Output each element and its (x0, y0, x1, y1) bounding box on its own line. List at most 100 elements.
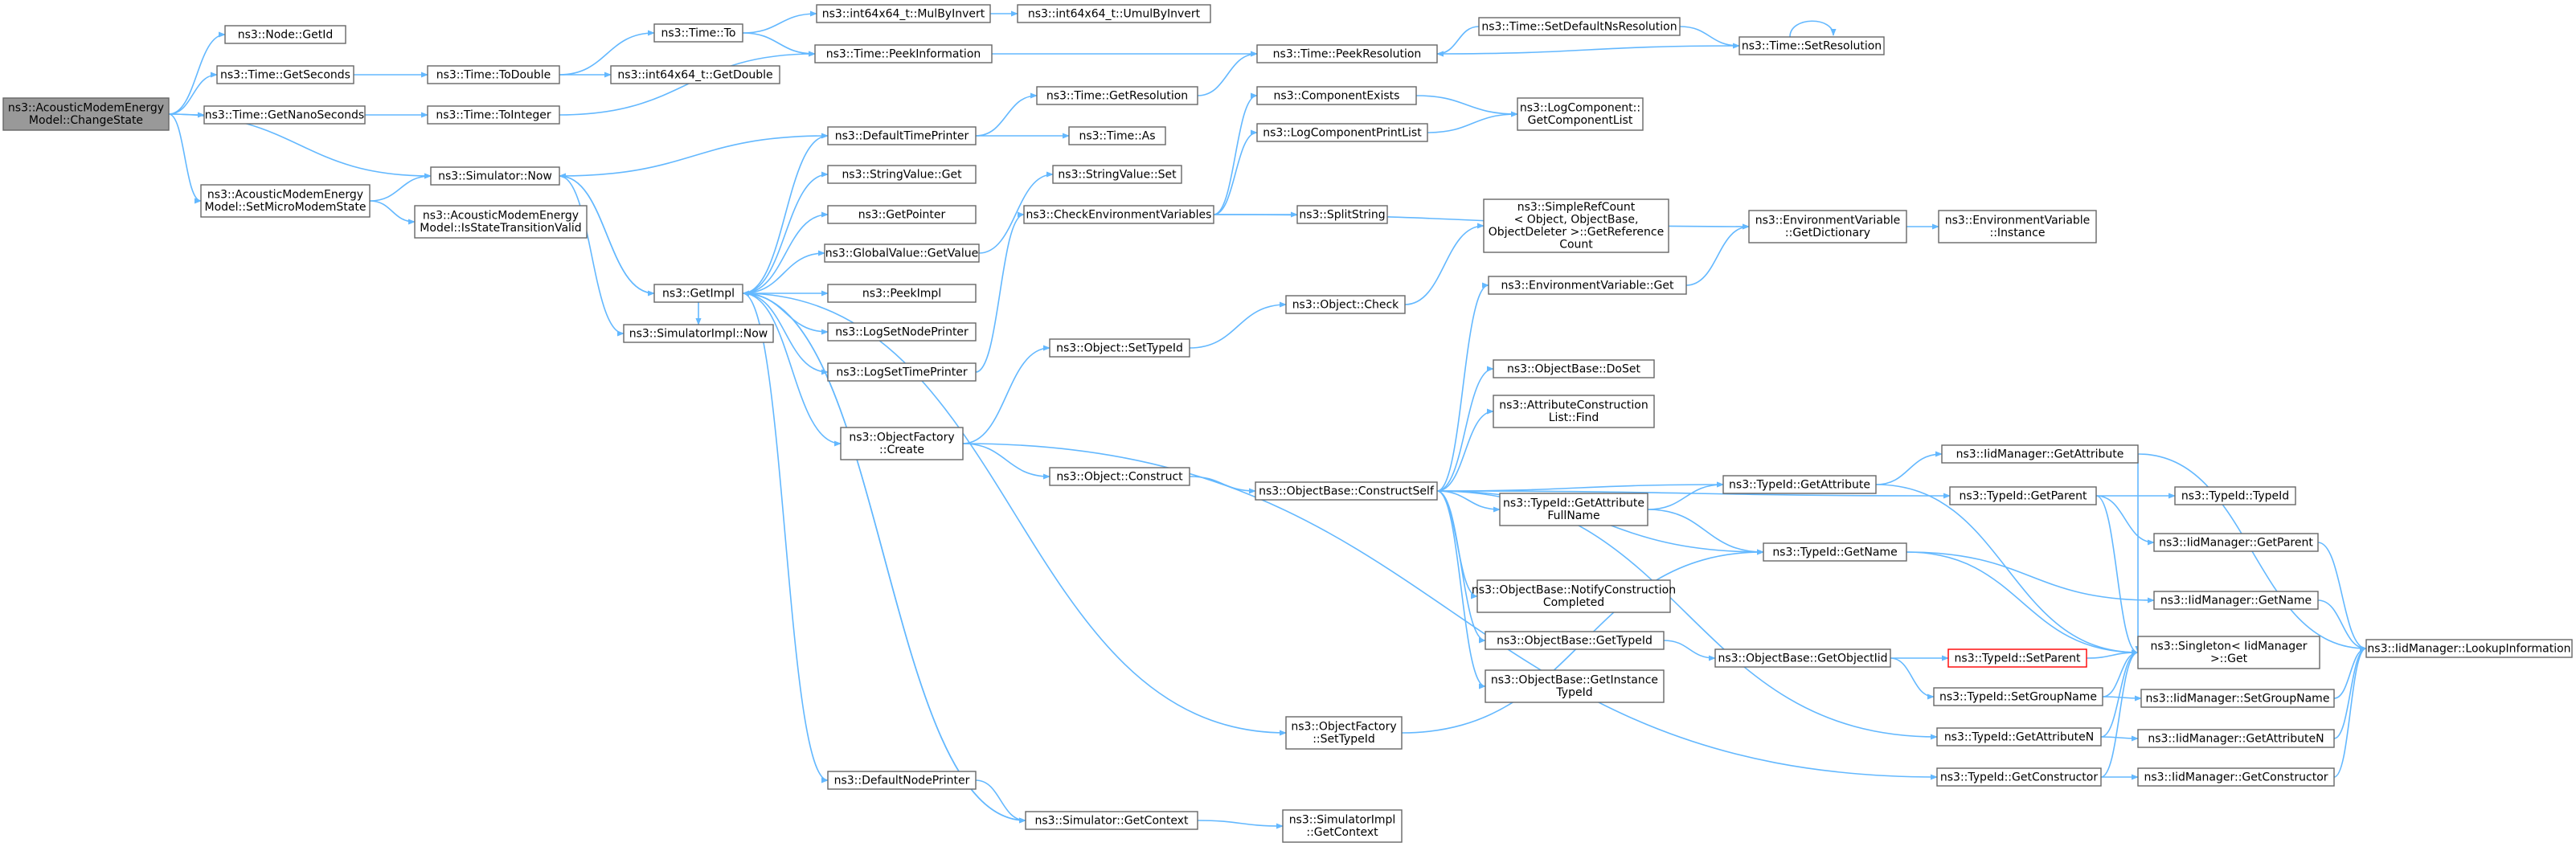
node-box[interactable] (1941, 444, 2139, 464)
node-box[interactable] (1476, 579, 1671, 613)
node-getresolution[interactable]: ns3::Time::GetResolution (1036, 86, 1198, 105)
node-box[interactable] (827, 126, 977, 145)
node-box[interactable] (203, 105, 366, 125)
node-iidgetattrn[interactable]: ns3::IidManager::GetAttributeN (2137, 729, 2335, 748)
node-umulbyinv[interactable]: ns3::int64x64_t::UmulByInvert (1017, 4, 1211, 23)
node-box[interactable] (653, 23, 743, 43)
node-box[interactable] (827, 205, 977, 224)
node-timeas[interactable]: ns3::Time::As (1068, 126, 1166, 145)
node-objsettypeid[interactable]: ns3::Object::SetTypeId (1049, 338, 1190, 358)
node-setres[interactable]: ns3::Time::SetResolution (1738, 36, 1885, 55)
node-getsec[interactable]: ns3::Time::GetSeconds (216, 65, 354, 84)
node-tidgetparent[interactable]: ns3::TypeId::GetParent (1949, 486, 2097, 505)
node-box[interactable] (827, 771, 977, 790)
node-box[interactable] (824, 243, 980, 263)
node-isvalid[interactable]: ns3::AcousticModemEnergyModel::IsStateTr… (414, 205, 588, 239)
node-box[interactable] (1296, 205, 1388, 224)
node-tidtypeid[interactable]: ns3::TypeId::TypeId (2174, 486, 2296, 505)
node-box[interactable] (827, 284, 977, 303)
node-box[interactable] (1748, 210, 1907, 243)
node-box[interactable] (1936, 767, 2102, 787)
node-getimpl[interactable]: ns3::GetImpl (653, 284, 743, 303)
node-box[interactable] (1478, 17, 1681, 36)
node-box[interactable] (1483, 198, 1669, 253)
node-simplerefcount[interactable]: ns3::SimpleRefCount< Object, ObjectBase,… (1483, 198, 1669, 253)
node-box[interactable] (1938, 210, 2097, 243)
node-logtimeprinter[interactable]: ns3::LogSetTimePrinter (827, 362, 977, 382)
node-box[interactable] (1023, 205, 1214, 224)
node-setmicro[interactable]: ns3::AcousticModemEnergyModel::SetMicroM… (200, 184, 371, 218)
node-box[interactable] (2140, 689, 2335, 708)
node-box[interactable] (1949, 486, 2097, 505)
node-tidgetattr[interactable]: ns3::TypeId::GetAttribute (1722, 475, 1877, 494)
node-box[interactable] (1493, 395, 1655, 428)
node-compexists[interactable]: ns3::ComponentExists (1256, 86, 1417, 105)
node-box[interactable] (1933, 687, 2103, 706)
node-getid[interactable]: ns3::Node::GetId (224, 25, 346, 44)
node-iidlookup[interactable]: ns3::IidManager::LookupInformation (2365, 639, 2573, 658)
node-simimplgetcontext[interactable]: ns3::SimulatorImpl::GetContext (1282, 809, 1403, 843)
node-obgettypeid[interactable]: ns3::ObjectBase::GetTypeId (1485, 631, 1665, 650)
node-box[interactable] (1493, 359, 1655, 378)
node-box[interactable] (2365, 639, 2573, 658)
node-setdefres[interactable]: ns3::Time::SetDefaultNsResolution (1478, 17, 1681, 36)
node-checkenv[interactable]: ns3::CheckEnvironmentVariables (1023, 205, 1214, 224)
node-peekimpl[interactable]: ns3::PeekImpl (827, 284, 977, 303)
node-box[interactable] (1285, 716, 1403, 750)
node-box[interactable] (1068, 126, 1166, 145)
node-box[interactable] (200, 184, 371, 218)
node-box[interactable] (610, 65, 780, 84)
node-box[interactable] (1049, 338, 1190, 358)
node-notifyconstr[interactable]: ns3::ObjectBase::NotifyConstructionCompl… (1472, 579, 1676, 613)
node-tidgetconstr[interactable]: ns3::TypeId::GetConstructor (1936, 767, 2102, 787)
node-deftimeprinter[interactable]: ns3::DefaultTimePrinter (827, 126, 977, 145)
node-singletonget[interactable]: ns3::Singleton< IidManager>::Get (2137, 636, 2320, 669)
node-peekres[interactable]: ns3::Time::PeekResolution (1256, 44, 1438, 63)
node-box[interactable] (1256, 86, 1417, 105)
node-logcompprint[interactable]: ns3::LogComponentPrintList (1256, 123, 1428, 142)
node-lognodeprinter[interactable]: ns3::LogSetNodePrinter (827, 322, 977, 342)
node-box[interactable] (1763, 542, 1907, 562)
node-box[interactable] (827, 362, 977, 382)
node-tidsetgroup[interactable]: ns3::TypeId::SetGroupName (1933, 687, 2103, 706)
node-box[interactable] (1714, 648, 1891, 668)
node-getcomplist[interactable]: ns3::LogComponent::GetComponentList (1517, 97, 1644, 131)
node-strget[interactable]: ns3::StringValue::Get (827, 165, 977, 184)
node-box[interactable] (1049, 467, 1190, 486)
node-simimplnow[interactable]: ns3::SimulatorImpl::Now (623, 324, 774, 343)
node-simnow[interactable]: ns3::Simulator::Now (430, 166, 560, 186)
node-tidgetname[interactable]: ns3::TypeId::GetName (1763, 542, 1907, 562)
node-objconstruct[interactable]: ns3::Object::Construct (1049, 467, 1190, 486)
node-tointeger[interactable]: ns3::Time::ToInteger (427, 105, 560, 125)
node-box[interactable] (827, 165, 977, 184)
node-obgetobjtid[interactable]: ns3::ObjectBase::GetObjectIid (1714, 648, 1891, 668)
node-box[interactable] (1256, 123, 1428, 142)
node-simgetcontext[interactable]: ns3::Simulator::GetContext (1025, 811, 1198, 830)
node-root[interactable]: ns3::AcousticModemEnergyModel::ChangeSta… (2, 97, 170, 131)
node-objcheck[interactable]: ns3::Object::Check (1285, 295, 1406, 314)
node-box[interactable] (1256, 44, 1438, 63)
node-envinstance[interactable]: ns3::EnvironmentVariable::Instance (1938, 210, 2097, 243)
node-envgetdict[interactable]: ns3::EnvironmentVariable::GetDictionary (1748, 210, 1907, 243)
node-objfactcreate[interactable]: ns3::ObjectFactory::Create (840, 427, 964, 460)
node-box[interactable] (2137, 767, 2335, 787)
node-box[interactable] (814, 44, 993, 63)
node-box[interactable] (1255, 481, 1438, 501)
node-box[interactable] (1485, 669, 1665, 703)
node-box[interactable] (2, 97, 170, 131)
node-box[interactable] (1285, 295, 1406, 314)
node-iidgetparent[interactable]: ns3::IidManager::GetParent (2153, 533, 2319, 552)
node-getnano[interactable]: ns3::Time::GetNanoSeconds (203, 105, 366, 125)
node-box[interactable] (1485, 631, 1665, 650)
node-box[interactable] (1036, 86, 1198, 105)
node-box[interactable] (414, 205, 588, 239)
node-box[interactable] (1025, 811, 1198, 830)
node-iidsetgroup[interactable]: ns3::IidManager::SetGroupName (2140, 689, 2335, 708)
node-box[interactable] (2137, 636, 2320, 669)
node-box[interactable] (430, 166, 560, 186)
node-box[interactable] (1052, 165, 1182, 184)
node-doset[interactable]: ns3::ObjectBase::DoSet (1493, 359, 1655, 378)
node-box[interactable] (840, 427, 964, 460)
